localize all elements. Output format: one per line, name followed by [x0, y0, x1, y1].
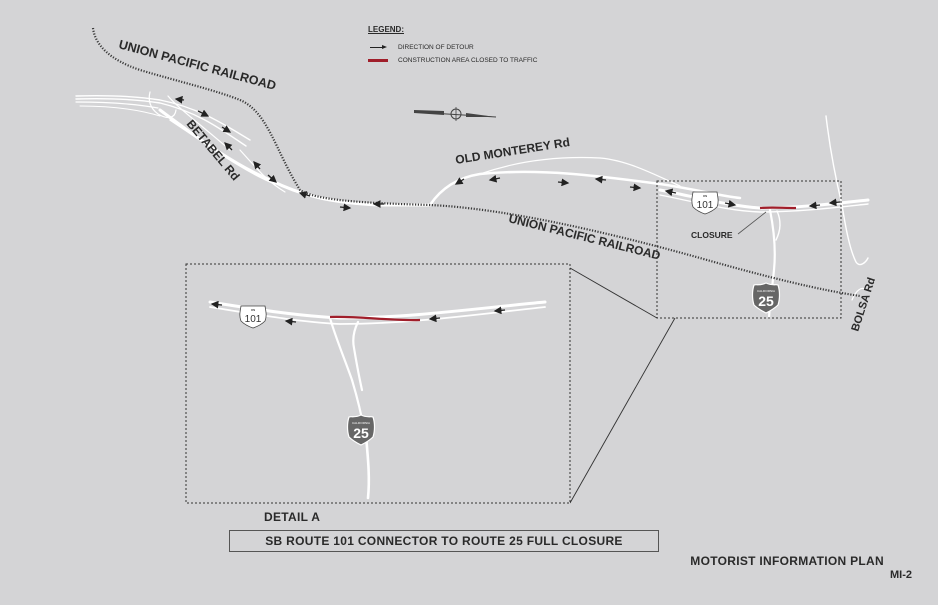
- svg-text:25: 25: [758, 293, 774, 309]
- detail-a-detour-arrows: [210, 300, 506, 326]
- red-line-icon: [368, 58, 388, 64]
- svg-text:US: US: [251, 308, 255, 312]
- svg-text:101: 101: [697, 200, 714, 211]
- svg-text:US: US: [703, 194, 707, 198]
- legend-item-detour: DIRECTION OF DETOUR: [368, 44, 474, 51]
- closure-label: CLOSURE: [691, 230, 733, 240]
- plan-name: MOTORIST INFORMATION PLAN: [690, 554, 884, 568]
- svg-text:CALIFORNIA: CALIFORNIA: [352, 421, 370, 425]
- legend-item-closure: CONSTRUCTION AREA CLOSED TO TRAFFIC: [368, 57, 537, 64]
- detail-a-label: DETAIL A: [264, 510, 321, 524]
- detail-leader-top: [569, 267, 658, 319]
- svg-text:CALIFORNIA: CALIFORNIA: [757, 289, 775, 293]
- bolsa-road-label: BOLSA Rd: [849, 276, 878, 333]
- railroad-label-north: UNION PACIFIC RAILROAD: [117, 37, 277, 93]
- legend-item-label: CONSTRUCTION AREA CLOSED TO TRAFFIC: [398, 57, 538, 64]
- legend-item-label: DIRECTION OF DETOUR: [398, 44, 474, 51]
- betabel-road-label: BETABEL Rd: [184, 117, 243, 183]
- detour-arrows: [174, 95, 841, 212]
- railroad-label-south: UNION PACIFIC RAILROAD: [507, 211, 662, 262]
- north-arrow-icon: [413, 107, 497, 121]
- plan-title: SB ROUTE 101 CONNECTOR TO ROUTE 25 FULL …: [229, 530, 659, 552]
- svg-text:101: 101: [245, 314, 262, 325]
- arrow-icon: [368, 45, 388, 51]
- detail-a-box: [185, 263, 571, 504]
- old-monterey-road-label: OLD MONTEREY Rd: [454, 135, 571, 167]
- us-101-shield-icon: US 101: [691, 191, 719, 215]
- detail-area-box: [656, 180, 842, 319]
- plan-code: MI-2: [890, 569, 912, 581]
- detail-a-us-101-shield-icon: US 101: [239, 305, 267, 329]
- detail-leader-bottom: [569, 317, 676, 504]
- legend-title: LEGEND:: [368, 25, 404, 34]
- svg-text:25: 25: [353, 425, 369, 441]
- detail-a-ca-25-shield-icon: CALIFORNIA 25: [346, 414, 376, 446]
- ca-25-shield-icon: CALIFORNIA 25: [751, 282, 781, 314]
- closure-leader: [737, 211, 767, 235]
- railroad: [91, 27, 861, 298]
- detail-a-closure-segment: [329, 315, 421, 322]
